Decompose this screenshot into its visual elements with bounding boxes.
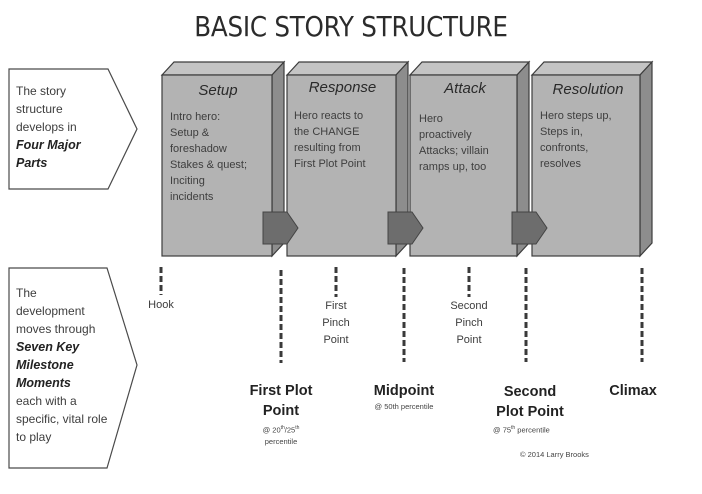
milestone-label-line: Pinch	[455, 317, 483, 329]
part-response: Response Hero reacts to the CHANGE resul…	[289, 79, 396, 172]
milestone-title-line: Point	[262, 403, 300, 419]
milestone-hook: Hook	[148, 299, 174, 311]
callout-milestones-line: development	[16, 304, 85, 318]
block-front-face	[531, 74, 641, 257]
milestone-title-line: Plot Point	[496, 404, 564, 420]
part-title: Resolution	[552, 81, 624, 98]
callout-milestones-line: The	[16, 286, 37, 300]
part-body-line: Steps in,	[540, 126, 583, 138]
part-body: Hero steps up, Steps in, confronts, reso…	[534, 108, 642, 172]
milestone-label-line: Point	[323, 334, 349, 346]
part-body-line: resolves	[540, 158, 581, 170]
milestone-title-line: Second	[503, 384, 557, 400]
milestone-label-line: First	[325, 300, 347, 312]
part-block-setup	[160, 60, 286, 258]
note-part: th	[511, 425, 516, 431]
callout-milestones-line: moves through	[16, 322, 96, 336]
note-part: percentile	[515, 425, 550, 435]
callout-milestones-emphasis: Seven Key	[16, 340, 80, 354]
block-top-face	[160, 61, 286, 76]
part-title: Attack	[444, 80, 486, 97]
milestone-note: @ 20th/25th	[231, 423, 331, 436]
part-body-line: First Plot Point	[294, 158, 366, 170]
copyright: © 2014 Larry Brooks	[520, 450, 589, 459]
milestone-first-pinch-point: First Pinch Point	[306, 298, 366, 349]
connector-arrow-icon	[511, 211, 548, 245]
part-body-line: Inciting	[170, 175, 205, 187]
part-attack: Attack Hero proactively Attacks; villain…	[412, 80, 518, 175]
connector-arrow-icon	[262, 211, 299, 245]
callout-milestones-line: specific, vital role	[16, 412, 108, 426]
note-part: @ 20	[262, 425, 281, 435]
part-body-line: Stakes & quest;	[170, 159, 248, 171]
milestone-title-line: Climax	[609, 383, 657, 399]
part-body-line: foreshadow	[170, 143, 227, 155]
block-front-face	[161, 74, 273, 257]
part-title: Response	[308, 79, 377, 96]
part-body-line: Attacks; villain	[419, 145, 489, 157]
part-body-line: proactively	[419, 129, 472, 141]
block-front-face	[409, 74, 518, 257]
milestone-title-line: First Plot	[249, 383, 313, 399]
note-part: /25	[284, 425, 296, 435]
callout-milestones-shape	[8, 267, 138, 469]
block-front-face	[286, 74, 397, 257]
milestone-first-plot-point: First Plot Point @ 20th/25th percentile	[231, 381, 331, 447]
part-body: Intro hero: Setup & foreshadow Stakes & …	[164, 109, 272, 205]
part-body-line: Intro hero:	[170, 111, 221, 123]
callout-parts-line: structure	[16, 102, 63, 116]
part-body-line: Hero reacts to	[294, 110, 364, 122]
note-part: @ 75	[493, 425, 512, 435]
part-body: Hero proactively Attacks; villain ramps …	[412, 111, 518, 175]
callout-parts-line: develops in	[16, 120, 77, 134]
part-body: Hero reacts to the CHANGE resulting from…	[289, 108, 396, 172]
diagram-title: BASIC STORY STRUCTURE	[194, 10, 508, 43]
part-body-line: Hero	[419, 113, 443, 125]
part-body-line: incidents	[170, 191, 214, 203]
callout-milestones-emphasis: Milestone	[16, 358, 74, 372]
part-title: Setup	[198, 82, 238, 99]
block-top-face	[530, 61, 654, 76]
callout-parts-shape	[8, 68, 138, 190]
part-body-line: resulting from	[294, 142, 361, 154]
milestone-second-pinch-point: Second Pinch Point	[434, 298, 504, 349]
milestone-midpoint: Midpoint @ 50th percentile	[354, 381, 454, 412]
connector-arrow-icon	[387, 211, 424, 245]
milestone-note: @ 75th percentile	[478, 423, 582, 436]
part-body-line: the CHANGE	[294, 126, 360, 138]
callout-milestones-emphasis: Moments	[16, 376, 71, 390]
note-part: th	[295, 425, 300, 431]
milestone-note: percentile	[264, 436, 298, 446]
milestone-label-line: Pinch	[322, 317, 350, 329]
part-body-line: Hero steps up,	[540, 110, 612, 122]
callout-milestones-line: to play	[16, 430, 52, 444]
milestone-note: @ 50th percentile	[374, 402, 434, 411]
milestone-second-plot-point: Second Plot Point @ 75th percentile	[478, 382, 582, 436]
part-setup: Setup Intro hero: Setup & foreshadow Sta…	[164, 82, 272, 205]
callout-parts-emphasis: Parts	[16, 156, 48, 170]
part-body-line: ramps up, too	[419, 161, 487, 173]
part-body-line: Setup &	[170, 127, 210, 139]
milestone-label-line: Point	[456, 334, 482, 346]
callout-milestones: The development moves through Seven Key …	[16, 284, 131, 446]
part-block-attack	[408, 60, 531, 258]
callout-parts-line: The story	[16, 84, 67, 98]
block-top-face	[285, 61, 410, 76]
block-top-face	[408, 61, 531, 76]
callout-milestones-line: each with a	[16, 394, 77, 408]
part-resolution: Resolution Hero steps up, Steps in, conf…	[534, 81, 642, 172]
part-block-resolution	[530, 60, 654, 258]
note-part: th	[280, 425, 285, 431]
callout-parts: The story structure develops in Four Maj…	[16, 82, 111, 172]
callout-parts-emphasis: Four Major	[16, 138, 81, 152]
milestone-label-line: Second	[450, 300, 488, 312]
milestone-climax: Climax	[593, 381, 673, 401]
milestone-title-line: Midpoint	[373, 383, 435, 399]
part-body-line: confronts,	[540, 142, 589, 154]
